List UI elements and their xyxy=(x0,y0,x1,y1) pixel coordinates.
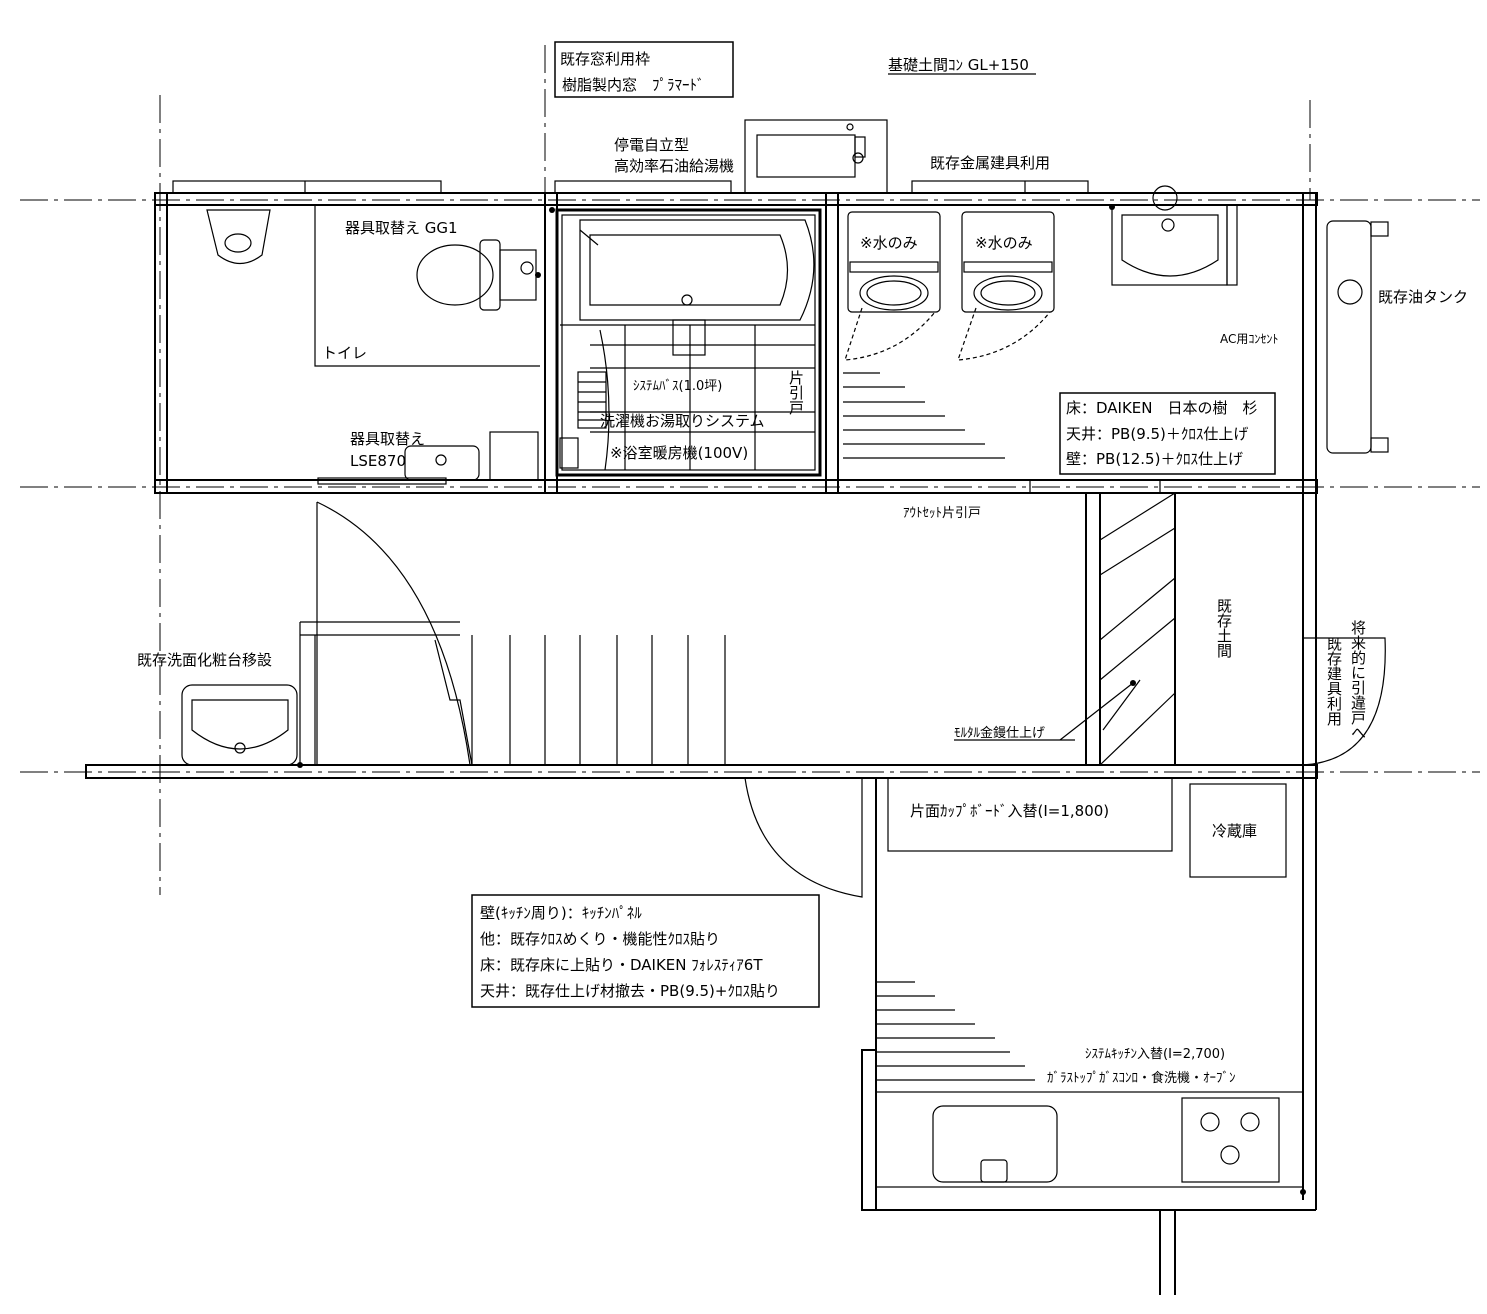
wash-finish-box xyxy=(1059,392,1276,475)
outset-door-label: ｱｳﾄｾｯﾄ片引戸 xyxy=(903,506,981,521)
wash-basin xyxy=(1109,185,1238,286)
oil-water-heater xyxy=(744,119,888,194)
water-only-label-2: ※水のみ xyxy=(975,234,1033,252)
doors xyxy=(316,501,1386,898)
boiler-label-1: 停電自立型 xyxy=(614,136,689,154)
existing-fixture-label: 既存建具利用 xyxy=(1325,636,1343,727)
water-only-label-1: ※水のみ xyxy=(860,234,918,252)
kitchen-finish-line-2: 他：既存ｸﾛｽめくり・機能性ｸﾛｽ貼り xyxy=(480,930,720,948)
resin-window-label: 樹脂製内窓 ﾌﾟﾗﾏｰﾄﾞ xyxy=(562,76,705,94)
future-door-label: 将来的に引違戸へ xyxy=(1349,620,1367,740)
system-bath-label: ｼｽﾃﾑﾊﾞｽ(1.0坪) xyxy=(633,379,722,394)
bath-shelf xyxy=(577,371,607,429)
foundation-label: 基礎土間ｺﾝ GL+150 xyxy=(888,56,1029,74)
boiler-label-2: 高効率石油給湯機 xyxy=(614,157,734,175)
mortar-label: ﾓﾙﾀﾙ金鏝仕上げ xyxy=(954,725,1045,741)
walls xyxy=(85,192,1318,1295)
doma-hatch xyxy=(1099,492,1176,766)
bath-floor-grid xyxy=(560,324,815,471)
washing-machines xyxy=(844,211,1055,361)
sliding-door-v-label: 片引戸 xyxy=(787,370,805,415)
kitchen-furniture xyxy=(887,777,1287,878)
vanity-move-label: 既存洗面化粧台移設 xyxy=(137,651,272,669)
kitchen-steps xyxy=(876,981,1035,1081)
kitchen-finish-line-4: 天井：既存仕上げ材撤去・PB(9.5)+ｸﾛｽ貼り xyxy=(480,982,780,1000)
wash-finish-line-1: 床：DAIKEN 日本の樹 杉 xyxy=(1066,399,1258,417)
washroom-steps xyxy=(843,372,1005,459)
kitchen-finish-box xyxy=(471,894,820,1008)
basin-replace-label-1: 器具取替え xyxy=(350,430,425,448)
fridge-label: 冷蔵庫 xyxy=(1212,822,1257,840)
kitchen-finish-line-3: 床：既存床に上貼り・DAIKEN ﾌｫﾚｽﾃｨｱ6T xyxy=(480,956,763,974)
kitchen-finish-line-1: 壁(ｷｯﾁﾝ周り)：ｷｯﾁﾝﾊﾟﾈﾙ xyxy=(480,904,642,922)
system-bath xyxy=(549,207,822,477)
hall-stairs xyxy=(471,635,726,765)
kitchen-label-2: ｶﾞﾗｽﾄｯﾌﾟｶﾞｽｺﾝﾛ・食洗機・ｵｰﾌﾞﾝ xyxy=(1047,1070,1236,1086)
toilet-replace-label: 器具取替え GG1 xyxy=(345,219,458,237)
bath-heater-label: ※浴室暖房機(100V) xyxy=(610,444,748,462)
wash-finish-line-2: 天井：PB(9.5)＋ｸﾛｽ仕上げ xyxy=(1066,425,1248,443)
existing-doma-label: 既存土間 xyxy=(1215,598,1233,659)
ac-outlet-label: AC用ｺﾝｾﾝﾄ xyxy=(1220,332,1278,346)
existing-window-label: 既存窓利用枠 xyxy=(560,50,650,68)
wash-finish-line-3: 壁：PB(12.5)＋ｸﾛｽ仕上げ xyxy=(1066,450,1243,468)
oil-tank xyxy=(1326,220,1389,454)
windows xyxy=(172,180,1161,494)
basin-replace-label-2: LSE870 xyxy=(350,452,406,470)
existing-metal-label: 既存金属建具利用 xyxy=(930,154,1050,172)
washer-system-label: 洗濯機お湯取りシステム xyxy=(600,412,765,430)
vanity xyxy=(181,684,303,768)
toilet-room xyxy=(206,205,541,481)
toilet-label: トイレ xyxy=(322,344,367,362)
system-kitchen xyxy=(875,1091,1306,1195)
oil-tank-label: 既存油タンク xyxy=(1378,288,1468,306)
kitchen-label-1: ｼｽﾃﾑｷｯﾁﾝ入替(I=2,700) xyxy=(1085,1047,1225,1062)
labels: 既存窓利用枠 樹脂製内窓 ﾌﾟﾗﾏｰﾄﾞ 基礎土間ｺﾝ GL+150 停電自立型… xyxy=(137,50,1468,1086)
cupboard-label: 片面ｶｯﾌﾟﾎﾞｰﾄﾞ入替(I=1,800) xyxy=(910,802,1109,820)
window-note-box xyxy=(554,41,734,98)
